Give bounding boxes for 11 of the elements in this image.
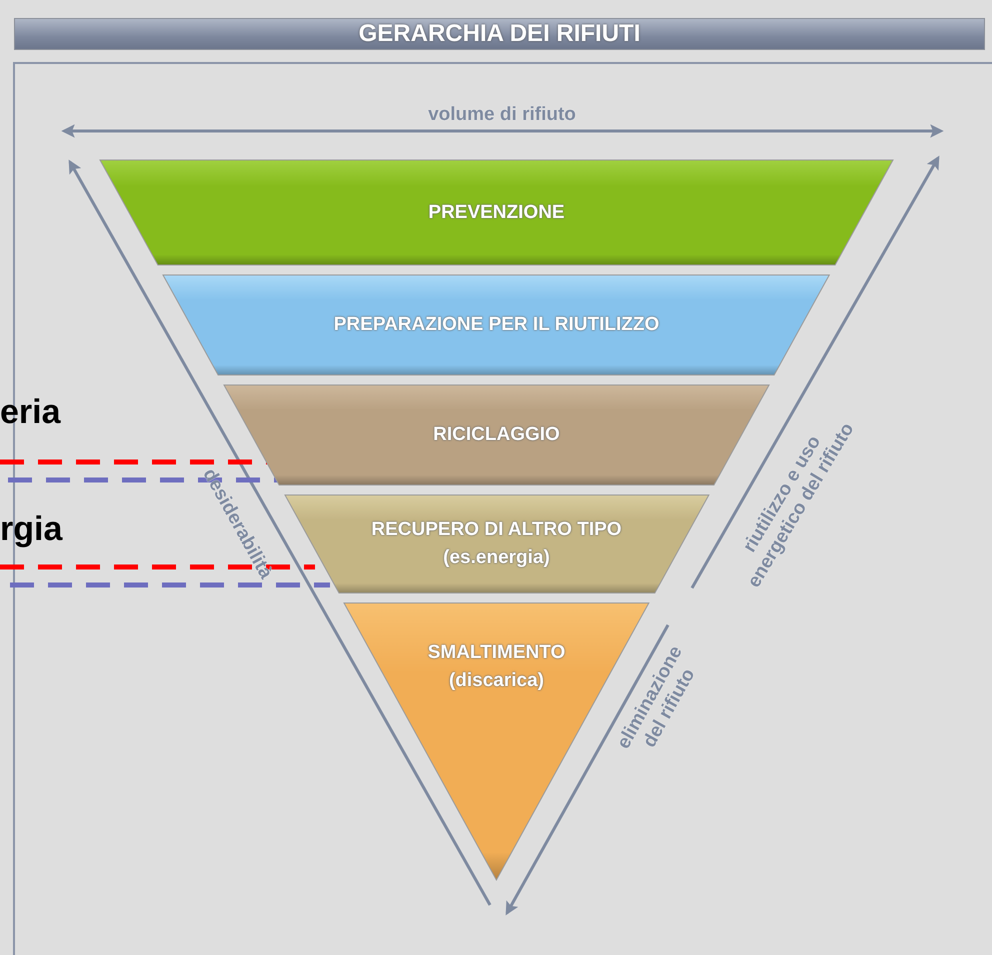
band-label: (discarica): [448, 669, 544, 694]
title-bar: GERARCHIA DEI RIFIUTI: [14, 18, 985, 50]
band-label: RICICLAGGIO: [433, 423, 560, 447]
cut-off-text: eria: [0, 393, 60, 432]
arrow-label: volume di rifiuto: [428, 104, 576, 126]
band-label: PREVENZIONE: [428, 200, 565, 224]
band-label: (es.energia): [443, 546, 550, 570]
band-label: SMALTIMENTO: [428, 641, 566, 666]
band-label: RECUPERO DI ALTRO TIPO: [371, 518, 622, 542]
band-label: PREPARAZIONE PER IL RIUTILIZZO: [334, 313, 660, 337]
cut-off-text: rgia: [0, 510, 62, 549]
